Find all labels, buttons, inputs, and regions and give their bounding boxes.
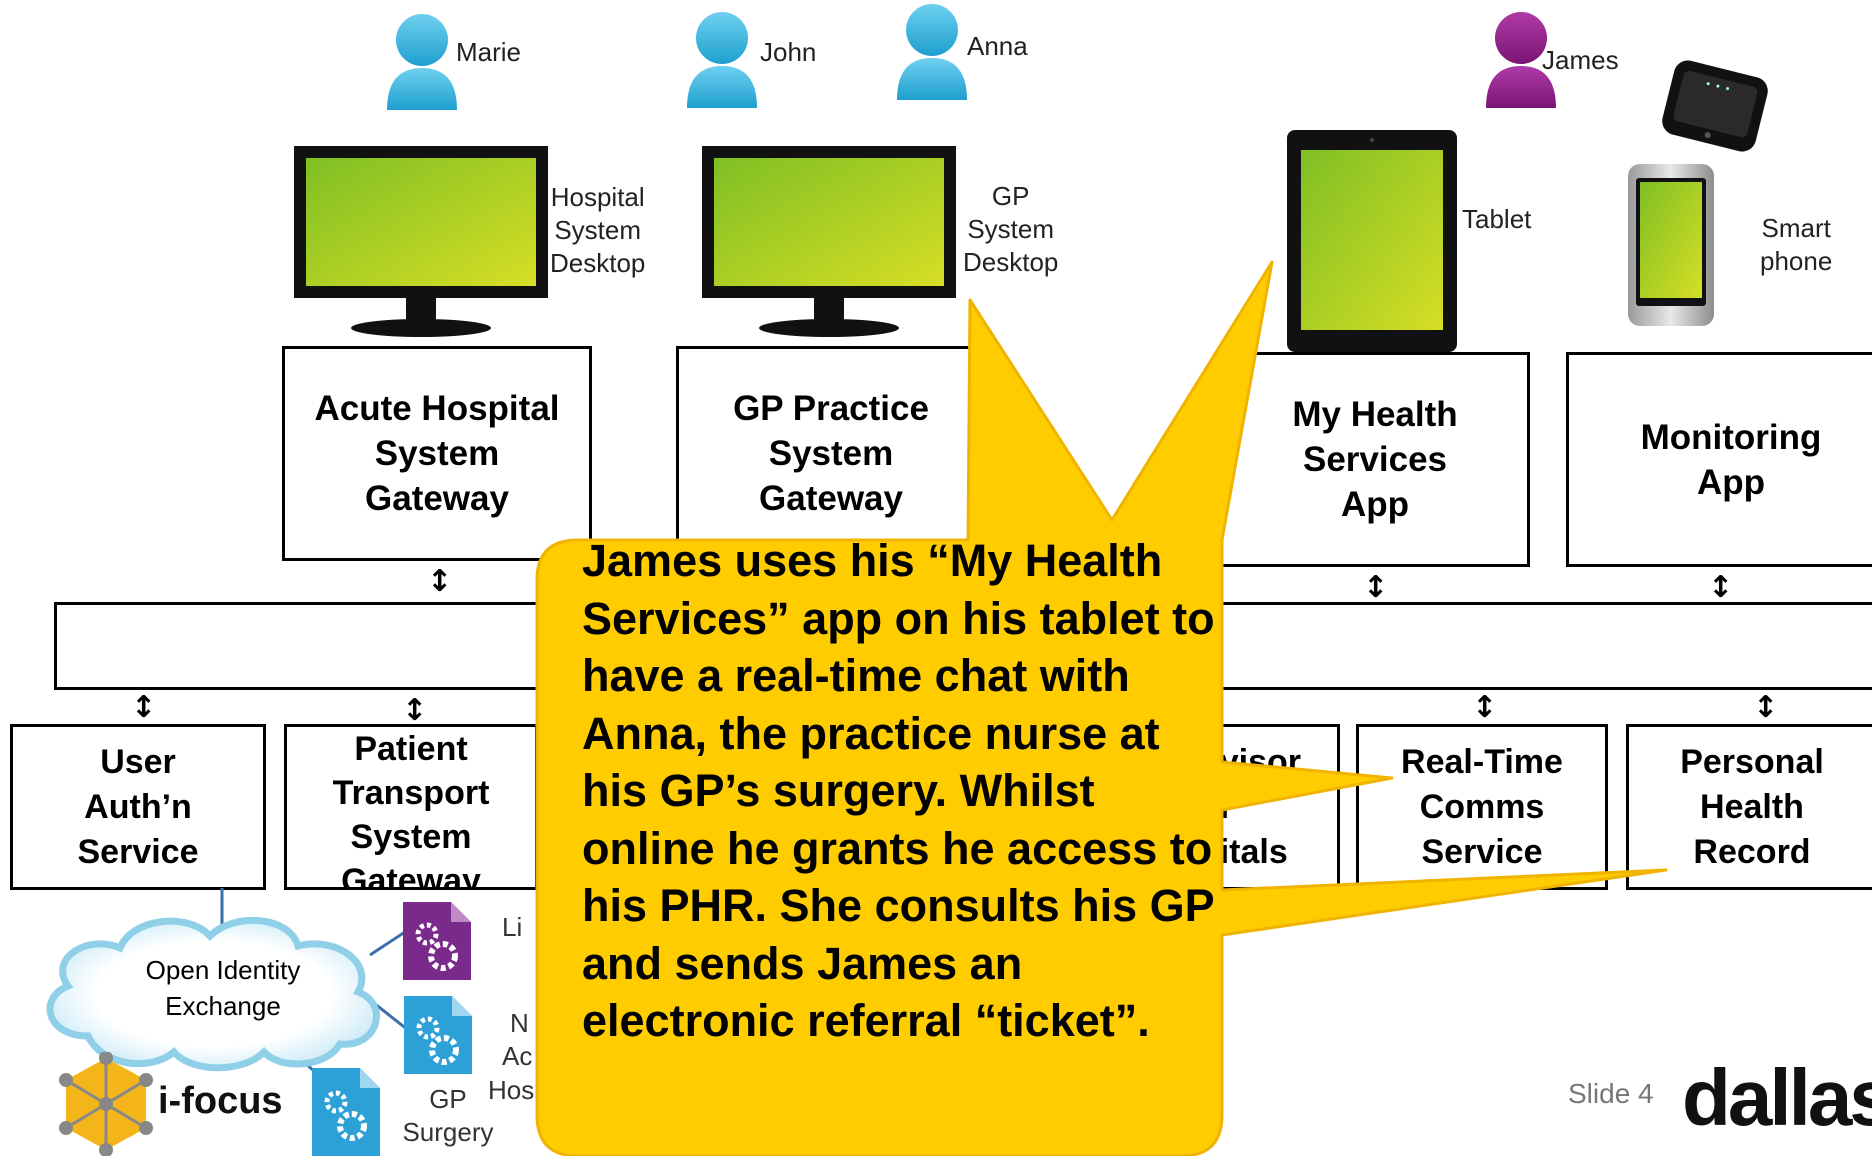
open-identity-exchange-label: Open Identity Exchange xyxy=(145,955,301,1021)
gp-desktop-label: GP System Desktop xyxy=(963,181,1059,277)
tablet-label: Tablet xyxy=(1462,204,1532,234)
i-focus-logo-text: i-focus xyxy=(158,1080,283,1122)
my-health-bus-arrow: ↕ xyxy=(1363,570,1389,605)
acute-label-fragment: Ac xyxy=(502,1041,533,1071)
gp-surgery-label: GP Surgery xyxy=(402,1084,494,1147)
user-auth-bus-arrow: ↕ xyxy=(131,690,157,725)
patient-transport-bus-arrow: ↕ xyxy=(402,693,428,728)
person-label-james: James xyxy=(1542,45,1619,75)
acute-gateway-bus-arrow: ↕ xyxy=(427,564,453,599)
smartphone-label: Smart phone xyxy=(1760,213,1833,276)
hospital-desktop-label: Hospital System Desktop xyxy=(550,182,646,278)
national-label-fragment: N xyxy=(510,1008,529,1038)
my-health-services-app-box: My Health Services App xyxy=(1220,352,1530,567)
slide-number: Slide 4 xyxy=(1568,1078,1654,1109)
acute-hospital-gateway-box: Acute Hospital System Gateway xyxy=(282,346,592,561)
linked-system-label-fragment: Li xyxy=(502,912,523,942)
person-john-icon xyxy=(687,12,757,108)
hospital-desktop-monitor-icon xyxy=(294,146,548,337)
patient-transport-gateway-box: Patient Transport System Gateway xyxy=(284,724,538,890)
realtime-comms-service-box: Real-Time Comms Service xyxy=(1356,724,1608,890)
user-auth-service-box: User Auth’n Service xyxy=(10,724,266,890)
person-anna-icon xyxy=(897,4,967,100)
realtime-comms-bus-arrow: ↕ xyxy=(1472,690,1498,725)
i-focus-logo-icon xyxy=(59,1052,153,1156)
gp-practice-gateway-box: GP Practice System Gateway xyxy=(676,346,986,561)
mifi-router-icon xyxy=(1662,60,1768,152)
linked-system-gear-doc-icon xyxy=(403,902,471,980)
dallas-logo: dallas xyxy=(1682,1053,1872,1142)
callout-text: James uses his “My Health Services” app … xyxy=(582,535,1215,1046)
person-label-anna: Anna xyxy=(967,31,1028,61)
person-label-john: John xyxy=(760,37,817,67)
open-identity-cloud-icon xyxy=(46,916,380,1072)
phr-bus-arrow: ↕ xyxy=(1753,690,1779,725)
gp-surgery-gear-doc-icon xyxy=(312,1068,380,1156)
gp-desktop-monitor-icon xyxy=(702,146,956,337)
national-system-gear-doc-icon xyxy=(404,996,472,1074)
person-label-marie: Marie xyxy=(456,37,522,67)
person-james-icon xyxy=(1486,12,1556,108)
monitoring-bus-arrow: ↕ xyxy=(1708,570,1734,605)
tablet-icon xyxy=(1287,130,1457,352)
smartphone-icon xyxy=(1628,164,1714,326)
hospital-label-fragment: Hos xyxy=(488,1075,535,1105)
personal-health-record-box: Personal Health Record xyxy=(1626,724,1872,890)
monitoring-app-box: Monitoring App xyxy=(1566,352,1872,567)
person-marie-icon xyxy=(387,14,457,110)
